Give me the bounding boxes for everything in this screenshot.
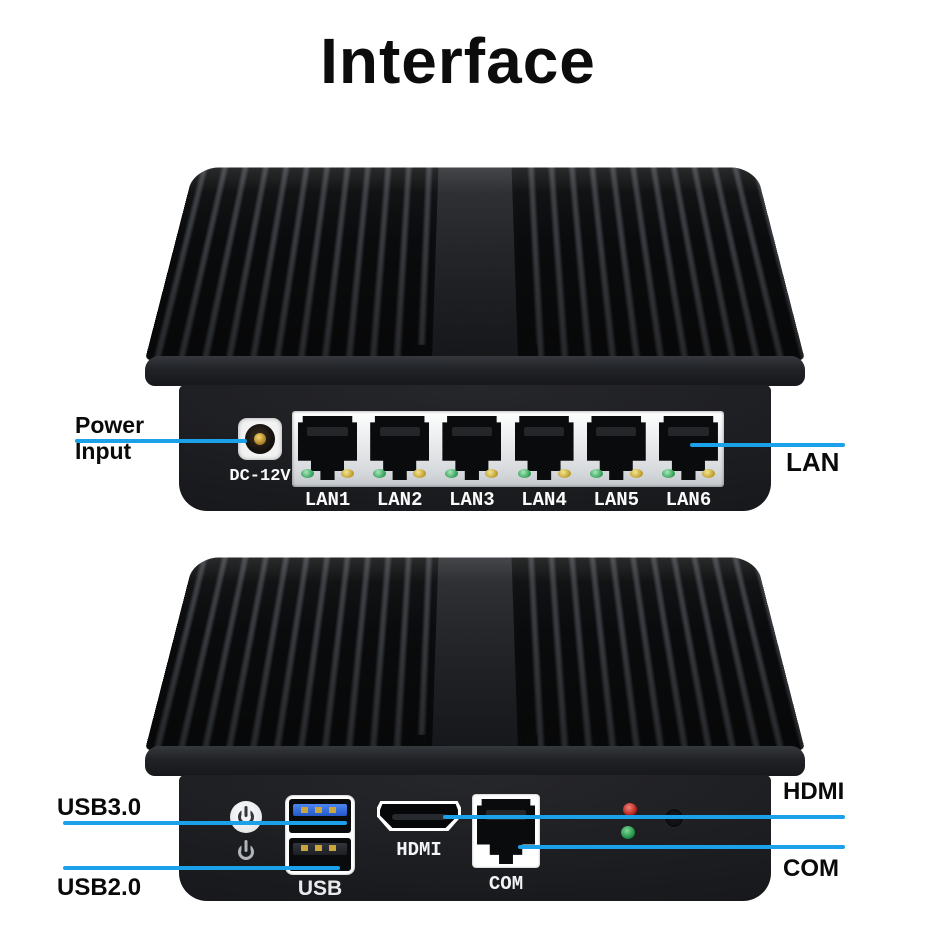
front-panel: USB HDMI COM xyxy=(179,775,771,901)
heatsink-fins xyxy=(145,167,805,360)
activity-led xyxy=(341,469,354,478)
callout-power-input: Power Input xyxy=(75,412,193,464)
leader-line-com xyxy=(518,845,845,849)
activity-led xyxy=(485,469,498,478)
leader-line-usb2 xyxy=(63,866,340,870)
lan-port-strip xyxy=(292,411,724,487)
link-led xyxy=(301,469,314,478)
activity-led xyxy=(558,469,571,478)
activity-led xyxy=(630,469,643,478)
com-port xyxy=(472,794,540,868)
lan-port-5 xyxy=(587,416,646,480)
power-symbol-icon xyxy=(231,837,261,867)
lan-port-labels: LAN1 LAN2 LAN3 LAN4 LAN5 LAN6 xyxy=(292,489,724,511)
activity-led xyxy=(413,469,426,478)
callout-usb3: USB3.0 xyxy=(57,794,141,822)
leader-line-hdmi xyxy=(443,815,845,819)
callout-lan: LAN xyxy=(786,447,839,478)
lan-port-3 xyxy=(442,416,501,480)
hdmi-slot xyxy=(392,814,445,820)
callout-com: COM xyxy=(783,855,839,883)
rj45-jack xyxy=(477,799,535,864)
green-status-led xyxy=(621,826,635,839)
usb-label: USB xyxy=(285,877,355,901)
link-led xyxy=(662,469,675,478)
device-rear-view: DC-12V xyxy=(145,150,805,511)
usb-pins xyxy=(301,807,342,813)
heatsink-shading xyxy=(145,557,805,750)
lan-port-label: LAN3 xyxy=(442,489,501,511)
lan-port-6 xyxy=(659,416,718,480)
rear-panel: DC-12V xyxy=(179,385,771,511)
heatsink-shading xyxy=(145,167,805,360)
usb-port-stack xyxy=(285,795,355,875)
heatsink-top xyxy=(145,540,805,748)
lan-port-label: LAN2 xyxy=(370,489,429,511)
dc-jack-pin xyxy=(254,433,266,445)
lan-port-1 xyxy=(298,416,357,480)
usb3-tongue xyxy=(293,804,346,816)
chassis-edge xyxy=(145,746,805,776)
lan-port-label: LAN4 xyxy=(515,489,574,511)
link-led xyxy=(590,469,603,478)
page-title: Interface xyxy=(0,24,916,98)
lan-port-label: LAN1 xyxy=(298,489,357,511)
activity-led xyxy=(702,469,715,478)
callout-hdmi: HDMI xyxy=(783,778,844,806)
callout-usb2: USB2.0 xyxy=(57,874,141,902)
chassis-edge xyxy=(145,356,805,386)
lan-port-2 xyxy=(370,416,429,480)
usb3-port xyxy=(289,799,351,833)
hdmi-port-label: HDMI xyxy=(377,839,461,861)
heatsink-fins xyxy=(145,557,805,750)
lan-port-4 xyxy=(515,416,574,480)
usb-pins xyxy=(301,845,342,851)
dc-jack-barrel xyxy=(245,424,275,454)
lan-port-label: LAN6 xyxy=(659,489,718,511)
link-led xyxy=(518,469,531,478)
com-port-label: COM xyxy=(472,873,540,895)
link-led xyxy=(445,469,458,478)
usb2-tongue xyxy=(293,843,346,855)
heatsink-top xyxy=(145,150,805,358)
link-led xyxy=(373,469,386,478)
power-button-icon xyxy=(230,801,262,833)
lan-port-label: LAN5 xyxy=(587,489,646,511)
